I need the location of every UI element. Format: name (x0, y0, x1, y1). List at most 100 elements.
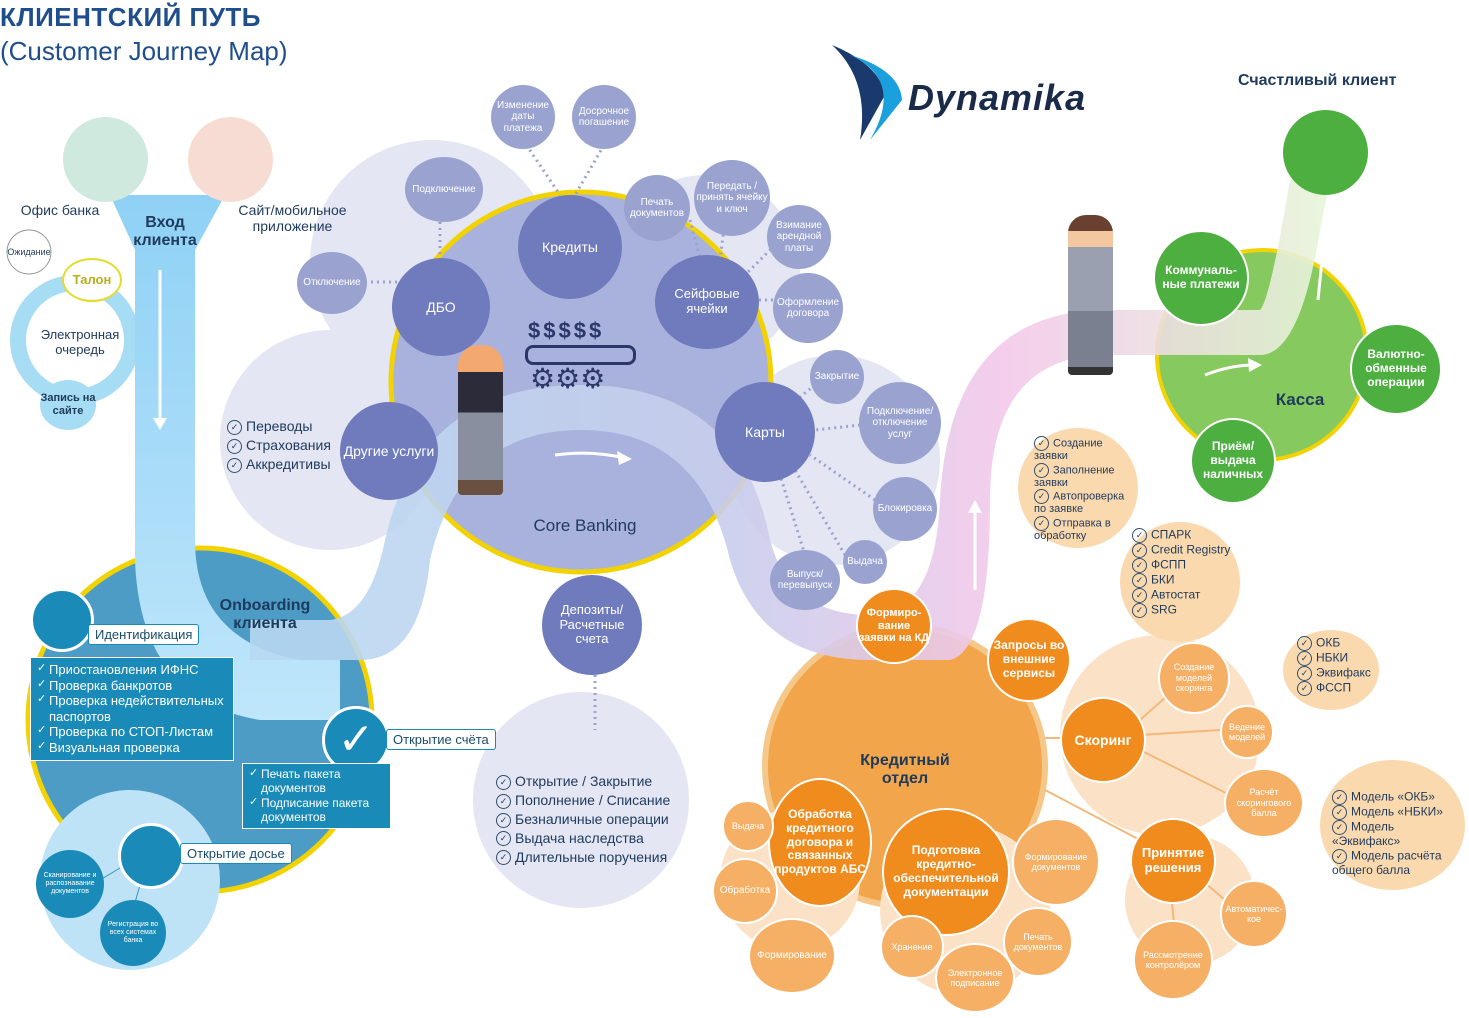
laptop-client-icon (188, 117, 273, 202)
credit-change-circle: Изменение даты платежа (491, 85, 555, 149)
manager-figure (1068, 215, 1113, 375)
id-card-icon (30, 588, 94, 652)
bureau-list: ОКБ НБКИ Эквифакс ФССП (1283, 630, 1379, 710)
other-list: Переводы Страхования Аккредитивы (227, 417, 331, 474)
credit-early-circle: Досрочное погашение (572, 85, 636, 149)
gears-icon: ⚙⚙⚙ (530, 363, 606, 394)
entry-funnel (110, 195, 340, 720)
ticket-circle: Талон (62, 258, 122, 302)
account-step: Печать пакета документов (249, 767, 384, 796)
coll-item-1: Формирование документов (1012, 818, 1100, 906)
request-item: Создание заявки (1034, 436, 1138, 463)
model-item: Модель «ОКБ» (1332, 790, 1465, 805)
check-item: Проверка банкротов (37, 678, 227, 694)
cash-io-circle: Приём/ выдача наличных (1190, 418, 1276, 504)
deposit-item: Открытие / Закрытие (496, 772, 670, 791)
model-keep-circle: Ведение моделей (1220, 705, 1274, 759)
deposit-item: Длительные поручения (496, 848, 670, 867)
bureau-item: НБКИ (1297, 651, 1379, 666)
card-item-3: Блокировка (873, 477, 937, 541)
model-item: Модель «Эквифакс» (1332, 820, 1465, 849)
card-item-4: Выдача (843, 540, 887, 584)
deposit-item: Выдача наследства (496, 829, 670, 848)
bureau-item: ОКБ (1297, 636, 1379, 651)
dossier-icon (118, 823, 184, 889)
request-item: Автопроверка по заявке (1034, 489, 1138, 516)
account-steps: Печать пакета документов Подписание паке… (242, 763, 391, 829)
card-item-1: Закрытие (810, 350, 864, 404)
office-label: Офис банка (20, 202, 100, 218)
scan-docs-circle: Сканирование и распознавание документов (36, 850, 104, 918)
checkmark-icon: ✓ (322, 706, 390, 774)
deposits-circle: Депозиты/ Расчетные счета (542, 575, 642, 675)
bureau-item: Эквифакс (1297, 666, 1379, 681)
happy-client-label: Счастливый клиент (1238, 72, 1397, 89)
coll-item-3: Электронное подписание (935, 943, 1015, 1013)
score-calc-circle: Расчёт скорингового балла (1224, 768, 1304, 838)
form-request-circle: Формиро- вание заявки на КД (856, 588, 932, 664)
external-circle: Запросы во внешние сервисы (987, 618, 1071, 702)
model-item: Модель «НБКИ» (1332, 805, 1465, 820)
abs-circle: Обработка кредитного договора и связанны… (768, 778, 872, 907)
credit-title: Кредитный отдел (860, 752, 950, 788)
external-item: Credit Registry (1132, 543, 1240, 558)
open-dossier-tag: Открытие досье (180, 843, 292, 864)
utilities-circle: Коммуналь- ные платежи (1153, 230, 1249, 326)
entry-label: Вход клиента (133, 214, 197, 250)
page-title: КЛИЕНТСКИЙ ПУТЬ (0, 2, 261, 32)
waiting-circle (6, 229, 52, 275)
logo-text: Dynamika (908, 77, 1087, 118)
credits-circle: Кредиты (518, 195, 622, 299)
dbo-connect-circle: Подключение (405, 157, 483, 222)
web-signup-circle: Запись на сайте (40, 380, 96, 430)
request-item: Заполнение заявки (1034, 463, 1138, 490)
core-title: Core Banking (533, 516, 637, 535)
check-item: Визуальная проверка (37, 740, 227, 756)
fx-circle: Валютно- обменные операции (1350, 323, 1442, 415)
onboarding-title: Onboarding клиента (219, 597, 311, 633)
dollar-icons: $$$$$ (528, 318, 605, 343)
account-step: Подписание пакета документов (249, 796, 384, 825)
controller-circle: Рассмотрение контролёром (1133, 920, 1213, 1000)
auto-circle: Автоматичес- кое (1220, 880, 1288, 948)
scoring-circle: Скоринг (1060, 697, 1146, 783)
cash-title: Касса (1275, 390, 1325, 409)
external-item: ФСПП (1132, 558, 1240, 573)
cards-circle: Карты (715, 382, 815, 482)
model-list: Модель «ОКБ» Модель «НБКИ» Модель «Эквиф… (1320, 760, 1465, 890)
request-list: Создание заявки Заполнение заявки Автопр… (1018, 428, 1138, 548)
external-item: SRG (1132, 603, 1240, 618)
abs-item-2: Обработка (712, 858, 778, 924)
model-item: Модель расчёта общего балла (1332, 849, 1465, 878)
card-item-2: Подключение/ отключение услуг (859, 382, 941, 464)
external-list: СПАРК Credit Registry ФСПП БКИ Автостат … (1120, 522, 1240, 642)
other-item: Аккредитивы (227, 455, 331, 474)
decision-circle: Принятие решения (1130, 818, 1216, 904)
score-models-circle: Создание моделей скоринга (1158, 642, 1230, 714)
deposit-list: Открытие / Закрытие Пополнение / Списани… (496, 772, 670, 866)
request-item: Отправка в обработку (1034, 516, 1138, 543)
safe-circle: Сейфовые ячейки (655, 255, 759, 349)
bank-clerk-figure (458, 345, 503, 495)
checks-list: Приостановления ИФНС Проверка банкротов … (30, 657, 234, 761)
dbo-disconnect-circle: Отключение (297, 252, 367, 314)
collateral-circle: Подготовка кредитно- обеспечительной док… (882, 808, 1010, 936)
deposit-item: Безналичные операции (496, 810, 670, 829)
happy-client-icon (1283, 110, 1368, 195)
check-item: Проверка недействительных паспортов (37, 693, 227, 724)
coll-item-2: Печать документов (1003, 907, 1073, 977)
safe-item-4: Оформление договора (773, 273, 843, 343)
register-circle: Регистрация во всех системах банка (100, 900, 166, 966)
site-label: Сайт/мобильное приложение (238, 202, 347, 235)
waiting-label: Ожидание (7, 247, 51, 257)
other-item: Переводы (227, 417, 331, 436)
conveyor-icon (525, 345, 636, 365)
abs-item-3: Формирование (748, 918, 836, 994)
safe-item-2: Передать /принять ячейку и ключ (694, 160, 770, 236)
external-item: СПАРК (1132, 528, 1240, 543)
logo-mark (832, 45, 885, 140)
external-item: БКИ (1132, 573, 1240, 588)
office-client-icon (63, 117, 148, 202)
dbo-circle: ДБО (392, 258, 490, 356)
